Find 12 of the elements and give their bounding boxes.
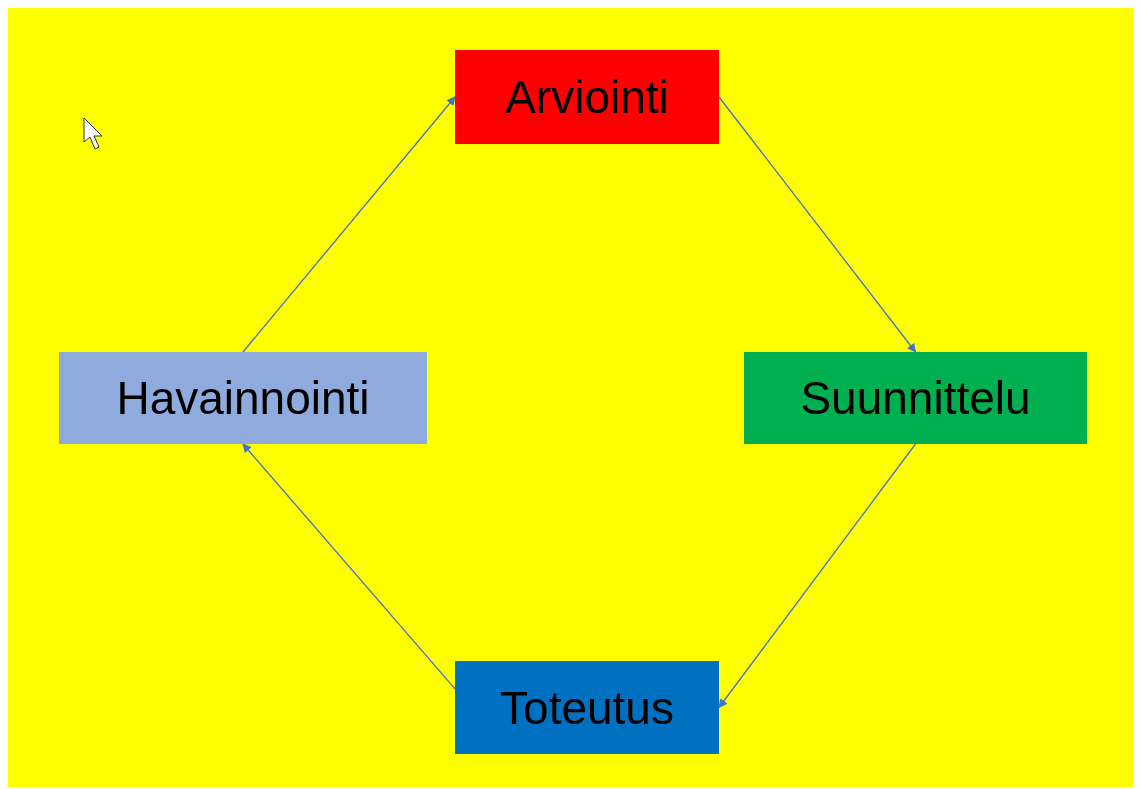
arrow: [242, 443, 456, 690]
arrow: [718, 96, 917, 353]
process-box: [744, 352, 1087, 444]
process-box: [455, 661, 719, 754]
process-box: [59, 352, 427, 444]
arrow: [242, 96, 456, 353]
box-label: Toteutus: [500, 680, 674, 735]
box-label: Arviointi: [505, 70, 669, 124]
box-label: Suunnittelu: [800, 371, 1031, 425]
process-box: [455, 50, 719, 144]
arrow: [718, 443, 917, 709]
box-label: Havainnointi: [116, 371, 370, 425]
